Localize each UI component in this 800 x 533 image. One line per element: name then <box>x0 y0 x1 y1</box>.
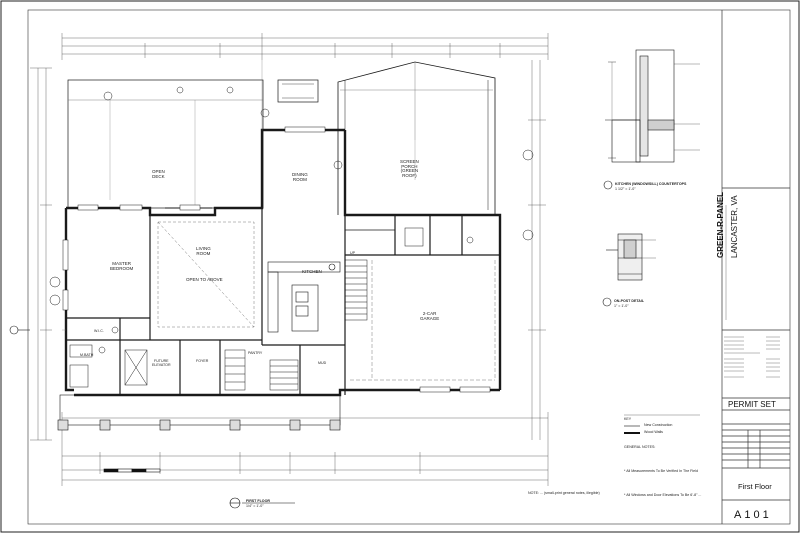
view-scale-header-detail: 1" = 1'-0" <box>614 304 629 308</box>
interior-walls <box>66 208 500 395</box>
view-scale-countertop-detail: 1 1/2" = 1'-0" <box>615 187 636 191</box>
title-block <box>721 10 790 524</box>
project-title: GREEN-R-PANEL <box>716 191 725 258</box>
title-block-fine-print <box>724 205 780 378</box>
dimension-strings-bottom <box>61 412 549 486</box>
countertop-detail <box>603 49 700 190</box>
view-title-countertop-detail: KITCHEN (WINDOWSILL) COUNTERTOPS <box>615 182 687 186</box>
sheet-name: First Floor <box>738 482 772 491</box>
room-label-pantry: PANTRY <box>248 351 263 355</box>
elevation-marker-left <box>9 325 30 335</box>
stair-up-label: UP <box>350 251 355 255</box>
room-label-wic: W.I.C. <box>94 329 104 333</box>
sheet-inner-border <box>27 9 791 525</box>
on-post-detail <box>602 233 656 307</box>
floor-plan <box>9 33 549 486</box>
room-label-screened-porch: SCREEN PORCH (GREEN ROOF) <box>400 159 419 179</box>
deck-markers <box>49 86 534 334</box>
room-label-mud: MUD <box>318 361 327 365</box>
dimension-strings-top <box>61 33 549 60</box>
permit-set-label: PERMIT SET <box>728 400 776 409</box>
general-note-text: NOTE: ... (small-print general notes, il… <box>528 491 600 495</box>
room-label-two-car-garage: 2-CAR GARAGE <box>420 311 440 321</box>
leader-lines <box>62 60 416 331</box>
room-label-master-bedroom: MASTER BEDROOM <box>110 261 134 271</box>
garage-door-lines <box>350 260 496 381</box>
kitchen-counters <box>267 261 341 333</box>
room-label-open-to-above: OPEN TO ABOVE <box>186 277 223 282</box>
room-label-kitchen: KITCHEN <box>302 269 322 274</box>
room-label-dining-room: DINING ROOM <box>292 172 308 182</box>
room-label-foyer: FOYER <box>196 359 209 363</box>
room-label-living-room: LIVING ROOM <box>196 246 211 256</box>
view-scale-floor-plan: 1/4" = 1'-0" <box>246 504 264 508</box>
bath-fixtures <box>69 227 474 388</box>
general-notes-heading: GENERAL NOTES: <box>624 445 656 449</box>
room-label-future-elevator: FUTURE ELEVATOR <box>152 359 171 367</box>
legend-wood-walls: Wood Walls <box>644 430 663 434</box>
legend-key <box>624 414 700 434</box>
sheet-number: A101 <box>734 509 772 521</box>
scale-bar <box>103 468 161 473</box>
front-porch <box>57 394 341 431</box>
project-location: LANCASTER, VA <box>730 195 739 258</box>
legend-title: KEY <box>624 417 632 421</box>
view-title-floor-plan: FIRST FLOOR <box>246 499 270 503</box>
room-label-mbath: M.BATH <box>80 353 94 357</box>
stairs <box>224 259 368 391</box>
windows <box>62 126 491 393</box>
dimension-strings-sides <box>30 60 546 441</box>
open-to-above-dashed <box>157 221 255 328</box>
room-label-open-deck: OPEN DECK <box>152 169 165 179</box>
general-note-1: * All Measurements To Be Verified In The… <box>624 469 698 473</box>
view-title-header-detail: ON-POST DETAIL <box>614 299 645 303</box>
general-note-2: * All Windows and Door Elevations To Be … <box>624 493 702 497</box>
section-marker-icon <box>229 497 295 509</box>
legend-new-construction: New Construction <box>644 423 673 427</box>
